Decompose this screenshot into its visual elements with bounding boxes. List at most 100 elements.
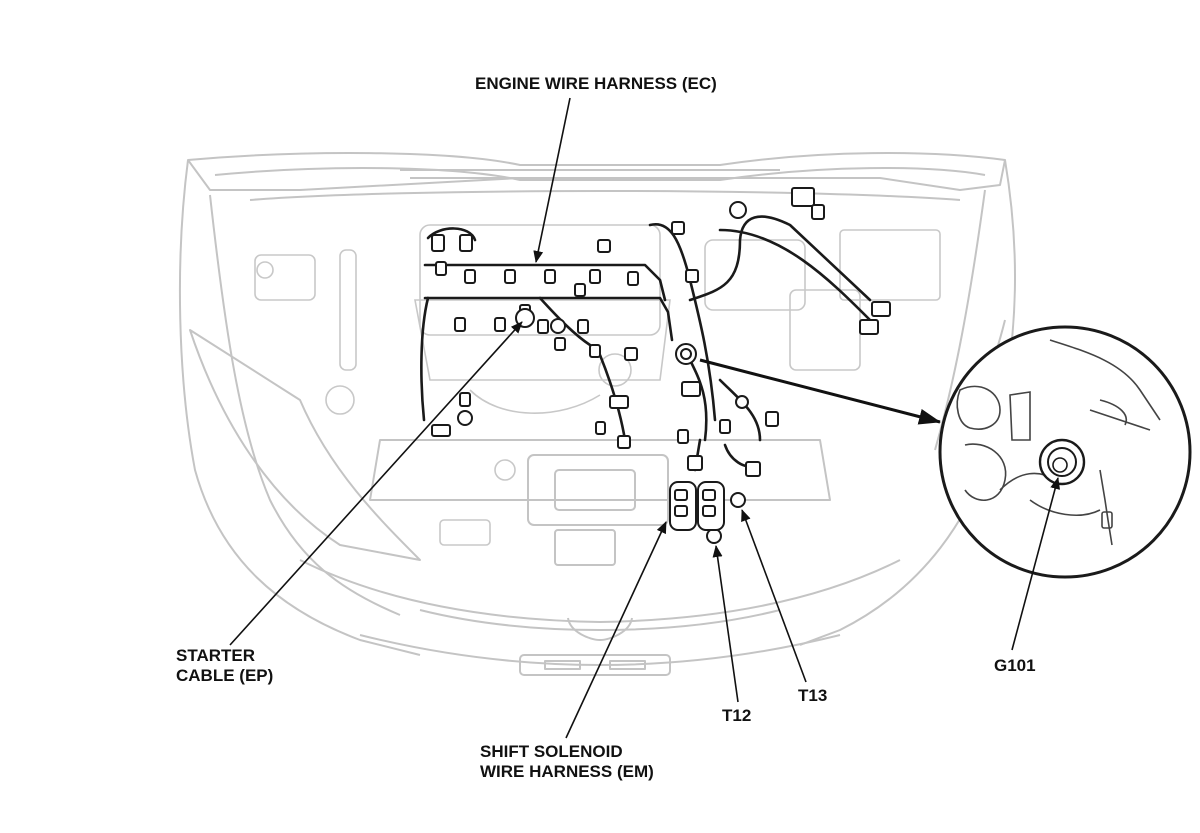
connector [577, 319, 589, 334]
connector [765, 411, 779, 427]
horn-bracket [439, 519, 491, 546]
connector [435, 261, 447, 276]
upper-grille [419, 609, 781, 631]
oil-filler-cap [598, 353, 632, 387]
connector [745, 461, 761, 477]
intake-tube [339, 249, 357, 371]
fuse-box [789, 289, 861, 371]
detail-wire [1099, 469, 1113, 546]
starter-terminal [515, 308, 535, 328]
connector [589, 344, 601, 358]
hood-panel [187, 152, 1006, 191]
connector [459, 392, 471, 407]
coolant-reservoir [254, 254, 316, 301]
connector [681, 381, 701, 397]
lower-grille-slot-1 [544, 660, 581, 670]
connector-round [729, 201, 747, 219]
harness-upper-trunk [423, 263, 667, 302]
connector [811, 204, 825, 220]
cylinder-head [414, 299, 671, 381]
connector [609, 395, 629, 409]
connector [504, 269, 516, 284]
harness-lower-trunk [423, 296, 674, 342]
shift-solenoid-connectors [669, 481, 725, 531]
harness-left-drop [420, 296, 430, 422]
air-filter-box [704, 239, 806, 311]
connector [544, 269, 556, 284]
battery [839, 229, 941, 301]
detail-body [1049, 339, 1161, 431]
harness-to-battery [688, 215, 872, 302]
headlight-left [189, 329, 421, 561]
connector [595, 421, 606, 435]
engine-wire-harness-ec [420, 215, 872, 472]
body-left-side [178, 159, 421, 656]
connector [431, 424, 451, 437]
connector [859, 319, 879, 335]
hood-inner-edge [214, 167, 986, 181]
connector [431, 234, 445, 252]
vehicle-outline [178, 152, 1016, 676]
detail-hose [964, 443, 1007, 502]
connector [627, 271, 639, 286]
brake-master-cylinder [494, 459, 516, 481]
solenoid-connector [674, 505, 688, 517]
harness-branch-mid [538, 296, 592, 347]
connector [617, 435, 631, 449]
connector [589, 269, 601, 284]
connector [597, 239, 611, 253]
connector-round [735, 395, 749, 409]
callout-shift-solenoid-line1: SHIFT SOLENOID [480, 742, 623, 761]
lower-grille-slot-2 [609, 660, 646, 670]
connector [687, 455, 703, 471]
front-emblem [567, 617, 633, 641]
callout-starter-cable-line1: STARTER [176, 646, 256, 665]
connector [677, 429, 689, 444]
detail-bracket [956, 385, 1001, 430]
leader-engine-wire-harness [533, 97, 571, 263]
connector [574, 283, 586, 297]
connector [671, 221, 685, 235]
callout-starter-cable: STARTER CABLE (EP) [176, 646, 273, 686]
callout-t12: T12 [722, 706, 752, 725]
leader-g101 [1011, 477, 1060, 651]
callout-t13: T13 [798, 686, 828, 705]
detail-contents [956, 339, 1161, 546]
harness-down-right [718, 378, 762, 442]
solenoid-connector [702, 489, 716, 501]
connector [494, 317, 506, 332]
hood-release [554, 529, 616, 566]
detail-bracket-2 [1009, 391, 1031, 441]
solenoid-connector [702, 505, 716, 517]
connector [554, 337, 566, 351]
callout-shift-solenoid: SHIFT SOLENOID WIRE HARNESS (EM) [480, 742, 654, 782]
g101-terminal-bolt [1052, 457, 1068, 473]
connector [464, 269, 476, 284]
connector [871, 301, 891, 317]
harness-connectors [431, 187, 891, 544]
solenoid-connector [674, 489, 688, 501]
harness-to-fusebox [718, 228, 872, 322]
washer-cap [325, 385, 355, 415]
connector-round [550, 318, 566, 334]
ground-point-inner [680, 348, 692, 360]
connector [685, 269, 699, 283]
latch-assembly [527, 454, 669, 526]
leader-starter-cable [229, 321, 523, 646]
connector [459, 234, 473, 252]
cowl-grille [400, 169, 780, 179]
leader-shift-solenoid [565, 521, 667, 739]
engine-components [254, 224, 941, 546]
connector [454, 317, 466, 332]
connector [537, 319, 549, 334]
leader-t13 [741, 509, 807, 683]
reservoir-cap [256, 261, 274, 279]
connector [624, 347, 638, 361]
fender-left [209, 194, 401, 616]
connector [791, 187, 815, 207]
callout-engine-wire-harness: ENGINE WIRE HARNESS (EC) [475, 74, 717, 93]
detail-clip [1101, 511, 1113, 529]
exhaust-manifold [469, 389, 601, 414]
callout-starter-cable-line2: CABLE (EP) [176, 666, 274, 685]
